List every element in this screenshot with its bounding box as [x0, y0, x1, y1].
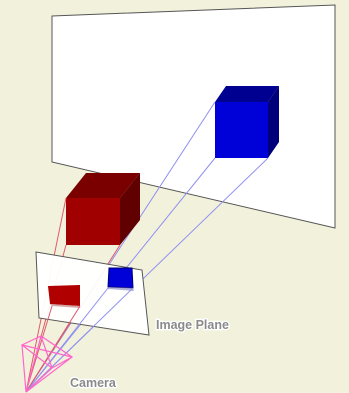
blue-cube	[215, 86, 279, 158]
background-plane	[51, 4, 336, 229]
camera-label: Camera	[70, 376, 117, 390]
projected-red-square	[48, 285, 80, 308]
red-cube	[66, 173, 140, 245]
image-plane-label: Image Plane	[156, 318, 229, 332]
projected-blue-square	[107, 267, 134, 291]
camera-frustum-icon	[20, 335, 74, 393]
